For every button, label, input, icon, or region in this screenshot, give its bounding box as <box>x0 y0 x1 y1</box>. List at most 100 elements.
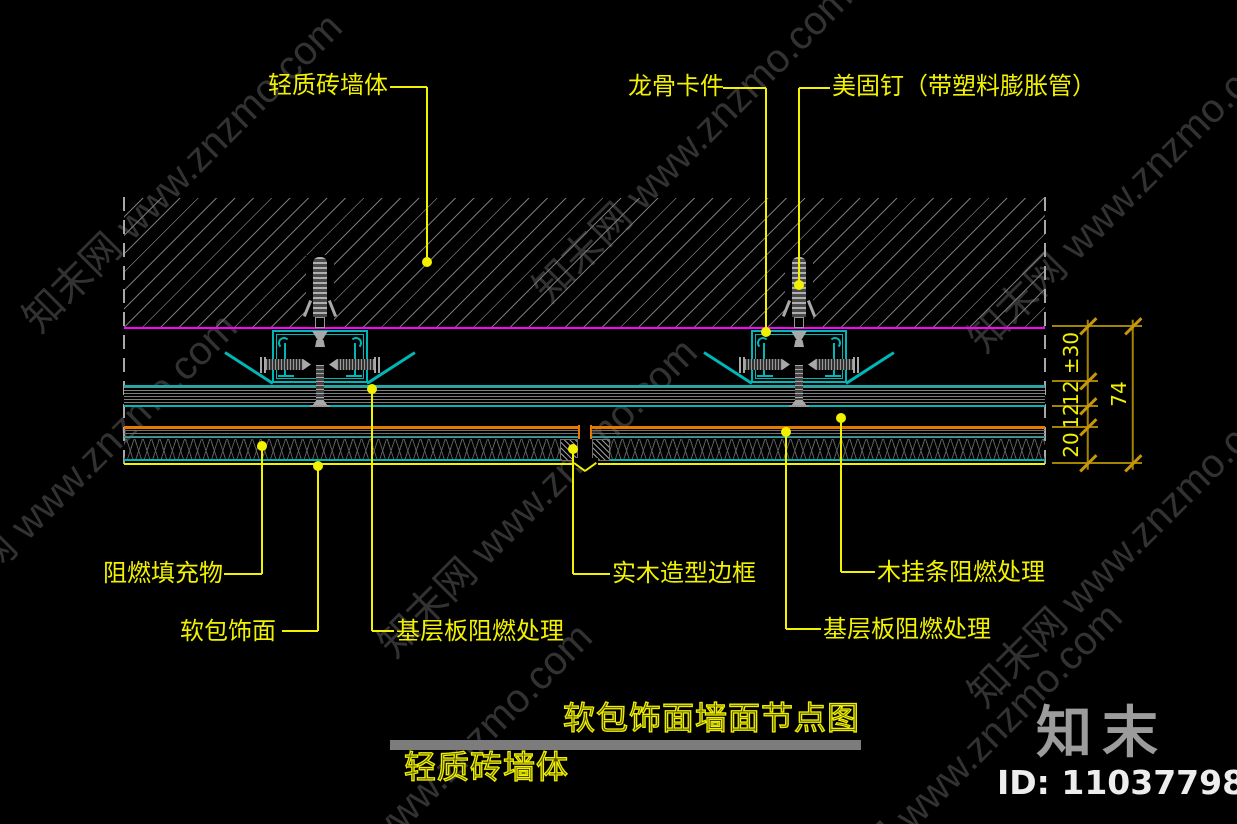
leader-line <box>371 389 373 631</box>
dim-extension-line <box>1052 325 1142 327</box>
screw-tip-left <box>303 359 311 370</box>
leader-dot <box>836 413 846 423</box>
expansion-anchor-sleeve <box>313 257 327 317</box>
leader-dot <box>761 327 771 337</box>
leader-dot <box>257 441 267 451</box>
screw-head-right <box>374 357 376 373</box>
leader-dot <box>568 444 578 454</box>
clip-hook-right <box>829 337 841 349</box>
screw-head-right <box>378 357 380 373</box>
dim-line <box>1132 320 1134 470</box>
joint-break <box>578 425 592 439</box>
board-screw-shaft <box>795 365 803 401</box>
joint-groove <box>578 439 592 461</box>
leader-line <box>426 87 428 262</box>
leader-line <box>390 86 427 88</box>
screw-head-right <box>853 357 855 373</box>
screw-tip-right <box>329 359 337 370</box>
drawing-title: 软包饰面墙面节点图 <box>562 700 861 737</box>
callout-label: 实木造型边框 <box>612 560 756 587</box>
leader-dot <box>367 384 377 394</box>
callout-label: 木挂条阻燃处理 <box>877 559 1045 586</box>
dim-extension-line <box>1052 426 1098 428</box>
board-screw-head <box>791 400 807 406</box>
title-underline <box>390 740 861 750</box>
dim-value: 20 <box>1059 432 1083 458</box>
screw-tip-left <box>782 359 790 370</box>
wood-frame-block-right <box>592 439 610 461</box>
dim-extension-line <box>1052 462 1142 464</box>
leader-dot <box>422 257 432 267</box>
screw-head-right <box>857 357 859 373</box>
drawing-id: ID: 1103779829 <box>997 763 1237 802</box>
nail-funnel <box>791 331 807 340</box>
leader-line <box>573 573 610 575</box>
board-screw-base <box>310 405 330 407</box>
callout-label: 轻质砖墙体 <box>268 72 388 99</box>
callout-label: 美固钉（带塑料膨胀管） <box>832 73 1096 100</box>
leader-line <box>572 449 574 574</box>
leader-line <box>723 87 766 89</box>
screw-shaft-left <box>266 359 303 370</box>
callout-label: 基层板阻燃处理 <box>396 618 564 645</box>
leader-line <box>765 88 767 332</box>
drawing-subtitle: 轻质砖墙体 <box>403 749 570 786</box>
leader-dot <box>781 427 791 437</box>
leader-line <box>224 573 262 575</box>
anchor-collar-box <box>794 317 804 328</box>
callout-label: 龙骨卡件 <box>628 73 724 100</box>
leader-line <box>372 630 394 632</box>
clip-hook-right <box>350 337 362 349</box>
dim-value: 74 <box>1107 381 1131 407</box>
screw-shaft-right <box>337 359 374 370</box>
clip-foot-right <box>346 375 362 377</box>
dim-extension-line <box>1052 380 1098 382</box>
clip-hook-left <box>278 337 290 349</box>
leader-line <box>785 432 787 629</box>
screw-head-left <box>739 357 741 373</box>
leader-dot <box>313 461 323 471</box>
leader-line <box>840 418 842 572</box>
clip-foot-right <box>825 375 841 377</box>
nail-funnel <box>312 331 328 340</box>
nail-collar <box>315 340 325 347</box>
screw-head-left <box>264 357 266 373</box>
screw-head-left <box>260 357 262 373</box>
leader-dot <box>794 280 804 290</box>
screw-shaft-left <box>745 359 782 370</box>
dim-value: 12 <box>1059 403 1083 429</box>
callout-label: 阻燃填充物 <box>103 560 223 587</box>
dim-line <box>1087 320 1089 470</box>
dim-value: ±30 <box>1059 331 1083 375</box>
wall-right-break-line <box>1044 197 1046 465</box>
leader-line <box>786 628 821 630</box>
znzmo-logo: 知末 <box>1036 701 1168 764</box>
callout-label: 基层板阻燃处理 <box>823 616 991 643</box>
keel-assembly <box>699 255 899 413</box>
board-screw-shaft <box>316 365 324 401</box>
leader-line <box>317 466 319 631</box>
board-screw-head <box>312 400 328 406</box>
clip-foot-left <box>757 375 773 377</box>
screw-head-left <box>743 357 745 373</box>
brick-wall-hatch <box>124 198 1045 327</box>
v-groove-mask <box>572 458 598 468</box>
anchor-collar-box <box>315 317 325 328</box>
callout-label: 软包饰面 <box>180 618 276 645</box>
leader-line <box>841 571 875 573</box>
screw-shaft-right <box>816 359 853 370</box>
leader-line <box>261 446 263 574</box>
board-screw-base <box>789 405 809 407</box>
leader-line <box>798 88 800 285</box>
wall-left-break-line <box>123 197 125 465</box>
base-board-layer <box>124 385 1045 407</box>
leader-line <box>282 630 318 632</box>
screw-tip-right <box>808 359 816 370</box>
keel-assembly <box>220 255 420 413</box>
nail-collar <box>794 340 804 347</box>
clip-hook-left <box>757 337 769 349</box>
dim-extension-line <box>1052 405 1098 407</box>
leader-line <box>799 87 830 89</box>
clip-foot-left <box>278 375 294 377</box>
